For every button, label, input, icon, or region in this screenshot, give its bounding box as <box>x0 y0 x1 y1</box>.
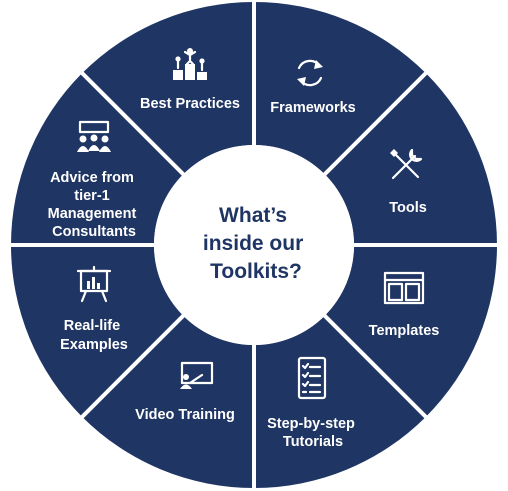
ring-segment <box>254 2 426 175</box>
team-meeting-icon <box>77 120 111 152</box>
segment-label-step-by-step: Step-by-step Tutorials <box>267 416 359 450</box>
ring-segment <box>10 245 184 417</box>
arrows-cycle-icon <box>297 59 323 87</box>
ring-segment <box>324 245 497 417</box>
podium-icon <box>173 48 207 80</box>
icons-layer <box>76 48 425 400</box>
video-screen-icon <box>180 361 214 389</box>
segment-label-frameworks: Frameworks <box>270 100 355 116</box>
segment-divider <box>77 68 187 178</box>
center-circle <box>154 145 354 345</box>
segment-label-real-life-examples: Real-life Examples <box>60 318 128 353</box>
segment-label-video-training: Video Training <box>135 407 235 423</box>
labels-layer: Frameworks Tools Templates Step-by-step … <box>48 96 440 450</box>
segment-divider <box>321 68 431 178</box>
center-line-1: What’s <box>219 204 287 227</box>
center-title: What’s inside our Toolkits? <box>203 204 309 283</box>
dividers-layer <box>7 0 501 491</box>
ring-segment <box>254 315 426 488</box>
ring-segment <box>82 2 254 175</box>
segment-label-tools: Tools <box>389 200 427 216</box>
center-line-3: Toolkits? <box>210 260 302 283</box>
segment-divider <box>321 312 431 422</box>
template-icon <box>383 271 425 305</box>
ring-segment <box>82 315 254 488</box>
presentation-chart-icon <box>76 265 112 303</box>
center-line-2: inside our <box>203 232 303 255</box>
segment-label-advice: Advice from tier-1 Management Consultant… <box>48 170 141 240</box>
checklist-icon <box>297 356 327 400</box>
segment-label-best-practices: Best Practices <box>140 96 240 112</box>
tools-icon <box>390 148 423 180</box>
segment-divider <box>77 312 187 422</box>
segments-layer <box>10 2 497 488</box>
ring-segment <box>11 73 184 245</box>
segment-label-templates: Templates <box>369 323 440 339</box>
